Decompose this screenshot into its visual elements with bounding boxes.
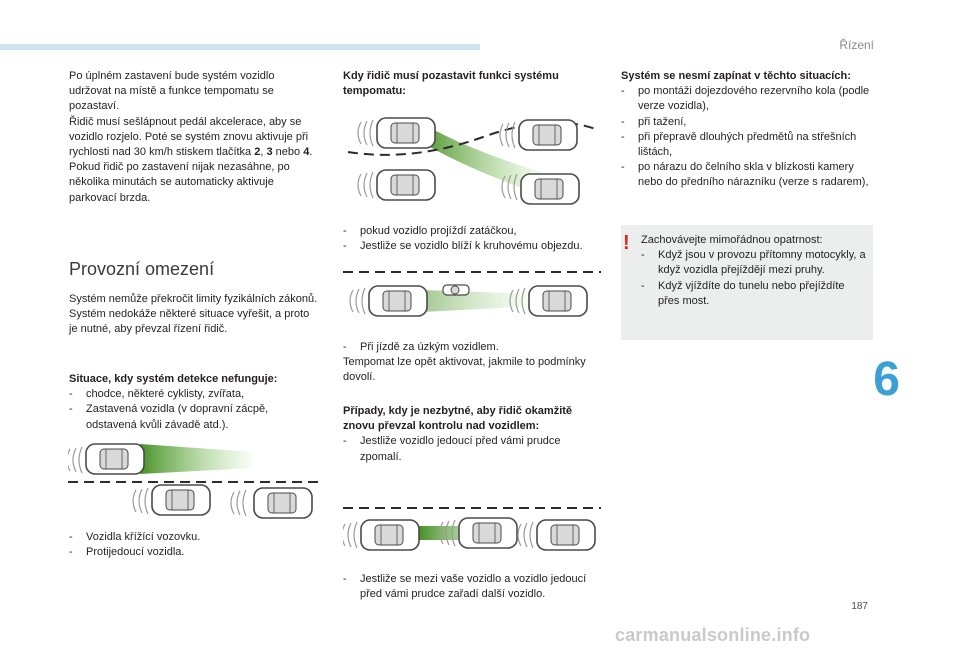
- suspend-title: Kdy řidič musí pozastavit funkci systému…: [343, 70, 559, 98]
- never-list: po montáži dojezdového rezervního kola (…: [621, 84, 876, 190]
- warning-text: Zachovávejte mimořádnou opatrnost: Když …: [641, 233, 867, 309]
- illustration-curve: [347, 117, 599, 205]
- undetected-title: Situace, kdy systém detekce nefunguje:: [69, 373, 278, 385]
- list-item: Zastavená vozidla (v dopravní zácpě, ods…: [69, 402, 319, 432]
- illustration-narrow-vehicle: [343, 271, 601, 317]
- intro-block: Po úplném zastavení bude systém vozidlo …: [69, 69, 319, 206]
- list-item: při tažení,: [621, 115, 876, 130]
- section-title: Řízení: [839, 38, 874, 52]
- warning-box: ! Zachovávejte mimořádnou opatrnost: Kdy…: [621, 225, 873, 340]
- illustration-cut-in: [343, 507, 601, 551]
- never-block: Systém se nesmí zapínat v těchto situací…: [621, 69, 876, 191]
- narrow-block: Při jízdě za úzkým vozidlem. Tempomat lz…: [343, 340, 601, 386]
- takeover-list: Jestliže vozidlo jedoucí před vámi prudc…: [343, 434, 601, 464]
- list-item: Protijedoucí vozidla.: [69, 545, 319, 560]
- motorcycle-icon: [442, 284, 470, 296]
- warning-list: Když jsou v provozu přítomny motocykly, …: [641, 248, 867, 309]
- button-2-ref: 2: [254, 146, 261, 159]
- limits-block: Systém nemůže překročit limity fyzikální…: [69, 292, 319, 338]
- list-item: Když vjíždíte do tunelu nebo přejíždíte …: [641, 279, 867, 309]
- page-number: 187: [851, 601, 868, 612]
- header-bar: [0, 44, 480, 50]
- takeover-block: Případy, kdy je nezbytné, aby řidič okam…: [343, 404, 601, 465]
- watermark-logo: carmanualsonline.info: [615, 625, 811, 645]
- limits-paragraph-2: Systém nedokáže některé situace vyřešit,…: [69, 308, 310, 336]
- reactivate-paragraph: Tempomat lze opět aktivovat, jakmile to …: [343, 356, 586, 384]
- chapter-number: 6: [873, 353, 900, 406]
- warning-icon: !: [623, 232, 630, 254]
- button-4-ref: 4: [303, 146, 310, 159]
- list-item: Vozidla křížící vozovku.: [69, 530, 319, 545]
- list-item: chodce, některé cyklisty, zvířata,: [69, 387, 319, 402]
- limits-paragraph-1: Systém nemůže překročit limity fyzikální…: [69, 293, 318, 305]
- list-item: Jestliže vozidlo jedoucí před vámi prudc…: [343, 434, 601, 464]
- list-item: Jestliže se mezi vaše vozidlo a vozidlo …: [343, 572, 601, 602]
- narrow-list: Při jízdě za úzkým vozidlem.: [343, 340, 601, 355]
- list-item: při přepravě dlouhých předmětů na střešn…: [621, 130, 876, 160]
- list-item: Když jsou v provozu přítomny motocykly, …: [641, 248, 867, 278]
- suspend-title-block: Kdy řidič musí pozastavit funkci systému…: [343, 69, 601, 99]
- never-title: Systém se nesmí zapínat v těchto situací…: [621, 70, 851, 82]
- cutin-block: Jestliže se mezi vaše vozidlo a vozidlo …: [343, 572, 601, 602]
- reactivation-paragraph: Řidič musí sešlápnout pedál akcelerace, …: [69, 115, 313, 204]
- undetected-list: chodce, některé cyklisty, zvířata, Zasta…: [69, 387, 319, 433]
- suspend-list: pokud vozidlo projíždí zatáčkou, Jestliž…: [343, 224, 601, 255]
- list-item: pokud vozidlo projíždí zatáčkou,: [343, 224, 601, 239]
- cutin-list: Jestliže se mezi vaše vozidlo a vozidlo …: [343, 572, 601, 602]
- takeover-title: Případy, kdy je nezbytné, aby řidič okam…: [343, 405, 573, 433]
- list-item: Jestliže se vozidlo blíží k kruhovému ob…: [343, 239, 601, 254]
- undetected-block: Situace, kdy systém detekce nefunguje: c…: [69, 372, 319, 433]
- crossing-list: Vozidla křížící vozovku. Protijedoucí vo…: [69, 530, 319, 561]
- illustration-stopped-vehicle: [68, 443, 323, 519]
- list-item: Při jízdě za úzkým vozidlem.: [343, 340, 601, 355]
- section-heading: Provozní omezení: [69, 259, 215, 279]
- warning-intro: Zachovávejte mimořádnou opatrnost:: [641, 234, 823, 246]
- button-3-ref: 3: [266, 146, 273, 159]
- crossing-block: Vozidla křížící vozovku. Protijedoucí vo…: [69, 530, 319, 561]
- suspend-list-block: pokud vozidlo projíždí zatáčkou, Jestliž…: [343, 224, 601, 255]
- list-item: po montáži dojezdového rezervního kola (…: [621, 84, 876, 114]
- list-item: po nárazu do čelního skla v blízkosti ka…: [621, 160, 876, 190]
- intro-paragraph: Po úplném zastavení bude systém vozidlo …: [69, 70, 275, 113]
